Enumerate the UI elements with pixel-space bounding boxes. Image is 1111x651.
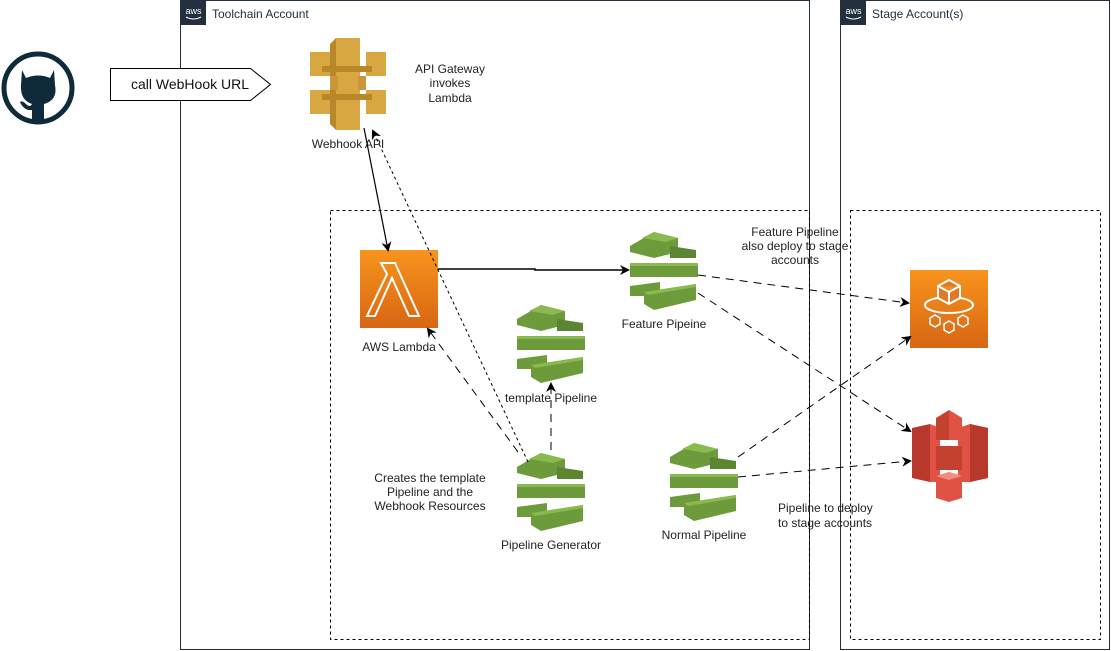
normal-to-s3-arrow: [737, 456, 912, 478]
s3-bucket-icon[interactable]: [912, 410, 988, 502]
pipeline-generator-label: Pipeline Generator: [501, 538, 601, 552]
svg-text:Creates the template: Creates the template: [374, 471, 486, 485]
github-icon[interactable]: [1, 51, 75, 125]
svg-text:Pipeline to deploy: Pipeline to deploy: [778, 501, 873, 515]
api-gateway-icon[interactable]: [310, 38, 386, 130]
svg-text:to stage accounts: to stage accounts: [778, 516, 872, 530]
normal-pipeline-icon[interactable]: [670, 443, 738, 521]
svg-text:Webhook Resources: Webhook Resources: [374, 499, 485, 513]
template-pipeline-label: template Pipeline: [505, 391, 597, 405]
normal-pipeline-note: Pipeline to deploy to stage accounts: [778, 501, 873, 530]
lambda-icon[interactable]: [360, 250, 438, 328]
webhook-api-label: Webhook API: [312, 137, 385, 151]
toolchain-account-group[interactable]: aws Toolchain Account: [180, 0, 810, 650]
svg-text:aws: aws: [185, 6, 202, 16]
feature-to-stage-service-arrow: [697, 274, 910, 307]
pipeline-generator-icon[interactable]: [517, 453, 585, 531]
lambda-label: AWS Lambda: [362, 340, 436, 354]
aws-badge-icon: aws: [181, 1, 206, 25]
feature-pipeline-icon[interactable]: [630, 232, 698, 310]
svg-text:also deploy to stage: also deploy to stage: [742, 239, 849, 253]
api-to-lambda-arrow: [363, 127, 392, 252]
stage-inner-region: [850, 210, 1101, 640]
normal-to-stage-service-arrow: [737, 335, 912, 458]
svg-text:Feature Pipeline: Feature Pipeline: [751, 225, 839, 239]
toolchain-inner-region: [330, 210, 810, 640]
feature-pipeline-label: Feature Pipeine: [622, 317, 707, 331]
aws-badge-icon: aws: [841, 1, 866, 25]
api-gateway-note: API Gateway invokes Lambda: [415, 62, 485, 105]
call-webhook-label: call WebHook URL: [131, 76, 249, 92]
generator-to-lambda-arrow: [426, 327, 519, 453]
stage-account-group[interactable]: aws Stage Account(s): [840, 0, 1110, 650]
feature-pipeline-note: Feature Pipeline also deploy to stage ac…: [742, 225, 849, 267]
svg-text:aws: aws: [845, 6, 862, 16]
template-pipeline-icon[interactable]: [517, 305, 585, 383]
svg-text:Pipeline and the: Pipeline and the: [387, 485, 473, 499]
stage-service-icon[interactable]: [910, 270, 988, 348]
svg-text:API Gateway: API Gateway: [415, 62, 485, 76]
pipeline-generator-note: Creates the template Pipeline and the We…: [374, 471, 486, 513]
toolchain-account-title: Toolchain Account: [212, 7, 309, 21]
svg-text:accounts: accounts: [771, 253, 819, 267]
feature-to-s3-arrow: [697, 292, 912, 433]
svg-text:invokes: invokes: [430, 76, 471, 90]
call-webhook-callout[interactable]: call WebHook URL: [110, 68, 272, 101]
generator-to-api-arrow: [371, 129, 529, 463]
stage-account-title: Stage Account(s): [872, 7, 963, 21]
lambda-to-feature-arrow: [438, 265, 630, 275]
svg-text:Lambda: Lambda: [428, 91, 472, 105]
normal-pipeline-label: Normal Pipeline: [662, 528, 747, 542]
